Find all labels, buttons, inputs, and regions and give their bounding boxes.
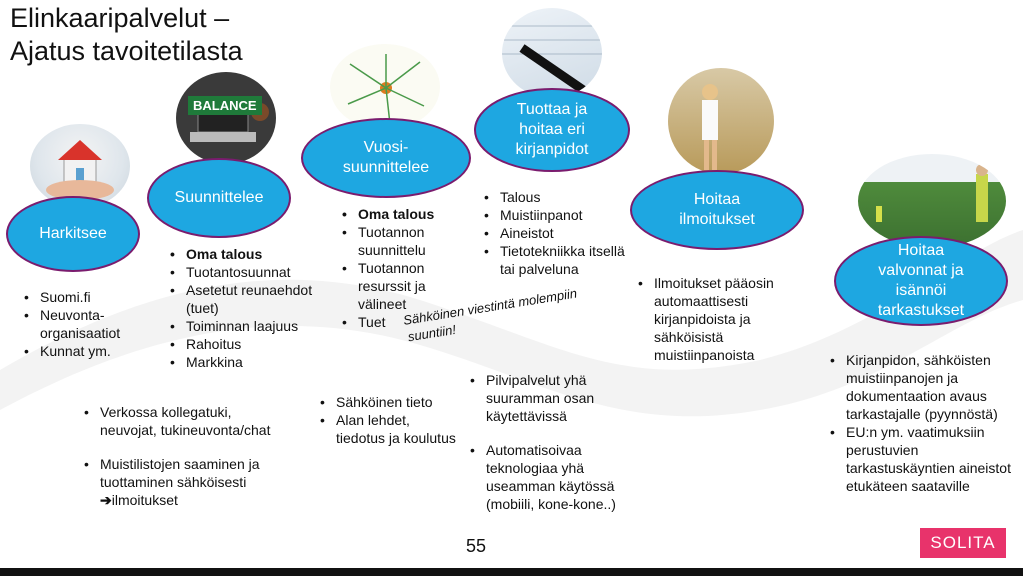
stage-vuosisuunnittelee: Vuosi- suunnittelee: [301, 118, 471, 198]
list-item: Tietotekniikka itsellä tai palveluna: [482, 242, 642, 278]
col1-list: Suomi.fi Neuvonta-organisaatiot Kunnat y…: [22, 288, 152, 360]
list-item: Tuotannon suunnittelu: [340, 223, 466, 259]
list-item: Pilvipalvelut yhä suuramman osan käytett…: [468, 371, 648, 425]
col3-list: Oma talous Tuotannon suunnittelu Tuotann…: [340, 205, 466, 331]
stage-tuottaa-line3: kirjanpidot: [515, 141, 589, 158]
list-item-bold: Oma talous: [168, 245, 328, 263]
list-item: Tuet: [340, 313, 466, 331]
stage-tuottaa-line1: Tuottaa ja: [516, 101, 588, 118]
page-number: 55: [466, 536, 487, 556]
col2-list: Oma talous Tuotantosuunnat Asetetut reun…: [168, 245, 328, 371]
stage-hoitaa-ilmoitukset: Hoitaa ilmoitukset: [630, 170, 804, 250]
mindmap-photo: [330, 44, 440, 130]
list-item: Talous: [482, 188, 642, 206]
list-item: Sähköinen tieto: [318, 393, 458, 411]
stage-hoitaa-line1: Hoitaa: [693, 191, 741, 208]
list-item: Kirjanpidon, sähköisten muistiinpanojen …: [828, 351, 1018, 423]
stage-valvonnat-line4: tarkastukset: [877, 302, 965, 319]
pen-spreadsheet-photo: [502, 8, 602, 98]
list-item-text: Muistilistojen saaminen ja tuottaminen s…: [100, 456, 260, 490]
stage-valvonnat: Hoitaa valvonnat ja isännöi tarkastukset: [834, 236, 1008, 326]
list-item: Rahoitus: [168, 335, 328, 353]
list-item: Kunnat ym.: [22, 342, 152, 360]
list-item: Alan lehdet, tiedotus ja koulutus: [318, 411, 458, 447]
col5-list: Ilmoitukset pääosin automaattisesti kirj…: [636, 274, 786, 364]
field-survey-photo: [858, 154, 1006, 248]
list-item: Toiminnan laajuus: [168, 317, 328, 335]
list-item: Suomi.fi: [22, 288, 152, 306]
list-item: EU:n ym. vaatimuksiin perustuvien tarkas…: [828, 423, 1018, 495]
stage-harkitsee-label: Harkitsee: [39, 225, 107, 242]
stage-vuosi-line1: Vuosi-: [363, 139, 409, 156]
stage-tuottaa: Tuottaa ja hoitaa eri kirjanpidot: [474, 88, 630, 172]
list-item: Aineistot: [482, 224, 642, 242]
lower-center-list: Pilvipalvelut yhä suuramman osan käytett…: [468, 371, 648, 513]
house-photo: [30, 124, 130, 208]
lower-left-list: Verkossa kollegatuki, neuvojat, tukineuv…: [82, 403, 292, 509]
solita-logo: SOLITA: [920, 528, 1006, 558]
stage-hoitaa-line2: ilmoitukset: [679, 211, 755, 228]
title-line-2: Ajatus tavoitetilasta: [10, 36, 243, 66]
stage-suunnittelee-label: Suunnittelee: [174, 189, 264, 206]
stage-suunnittelee: Suunnittelee: [147, 158, 291, 238]
list-item: Tuotannon resurssit ja välineet: [340, 259, 466, 313]
stage-vuosi-line2: suunnittelee: [342, 159, 430, 176]
title-line-1: Elinkaaripalvelut –: [10, 3, 230, 33]
list-item: Tuotantosuunnat: [168, 263, 328, 281]
page-title: Elinkaaripalvelut – Ajatus tavoitetilast…: [10, 2, 243, 68]
woman-in-field-photo: [668, 68, 774, 174]
col6-list: Kirjanpidon, sähköisten muistiinpanojen …: [828, 351, 1018, 495]
list-item: Automatisoivaa teknologiaa yhä useamman …: [468, 441, 648, 513]
list-item: Verkossa kollegatuki, neuvojat, tukineuv…: [82, 403, 292, 439]
list-item: Muistilistojen saaminen ja tuottaminen s…: [82, 455, 292, 509]
stage-valvonnat-line3: isännöi: [895, 282, 947, 299]
stage-valvonnat-line2: valvonnat ja: [878, 262, 964, 279]
list-item-text: ilmoitukset: [111, 492, 178, 508]
list-item: Neuvonta-organisaatiot: [22, 306, 152, 342]
list-item: Markkina: [168, 353, 328, 371]
stage-valvonnat-line1: Hoitaa: [897, 242, 945, 259]
balance-label: BALANCE: [188, 96, 262, 115]
list-item: Ilmoitukset pääosin automaattisesti kirj…: [636, 274, 786, 364]
list-item: Muistiinpanot: [482, 206, 642, 224]
list-item: Asetetut reunaehdot (tuet): [168, 281, 328, 317]
bottom-bar: [0, 568, 1023, 576]
arrow-right-icon: ➔: [100, 492, 112, 508]
stage-harkitsee: Harkitsee: [6, 196, 140, 272]
balance-laptop-photo: BALANCE: [176, 72, 276, 164]
lower-mid-list: Sähköinen tieto Alan lehdet, tiedotus ja…: [318, 393, 458, 447]
col4-list: Talous Muistiinpanot Aineistot Tietotekn…: [482, 188, 642, 278]
stage-tuottaa-line2: hoitaa eri: [519, 121, 585, 138]
list-item-bold: Oma talous: [340, 205, 466, 223]
